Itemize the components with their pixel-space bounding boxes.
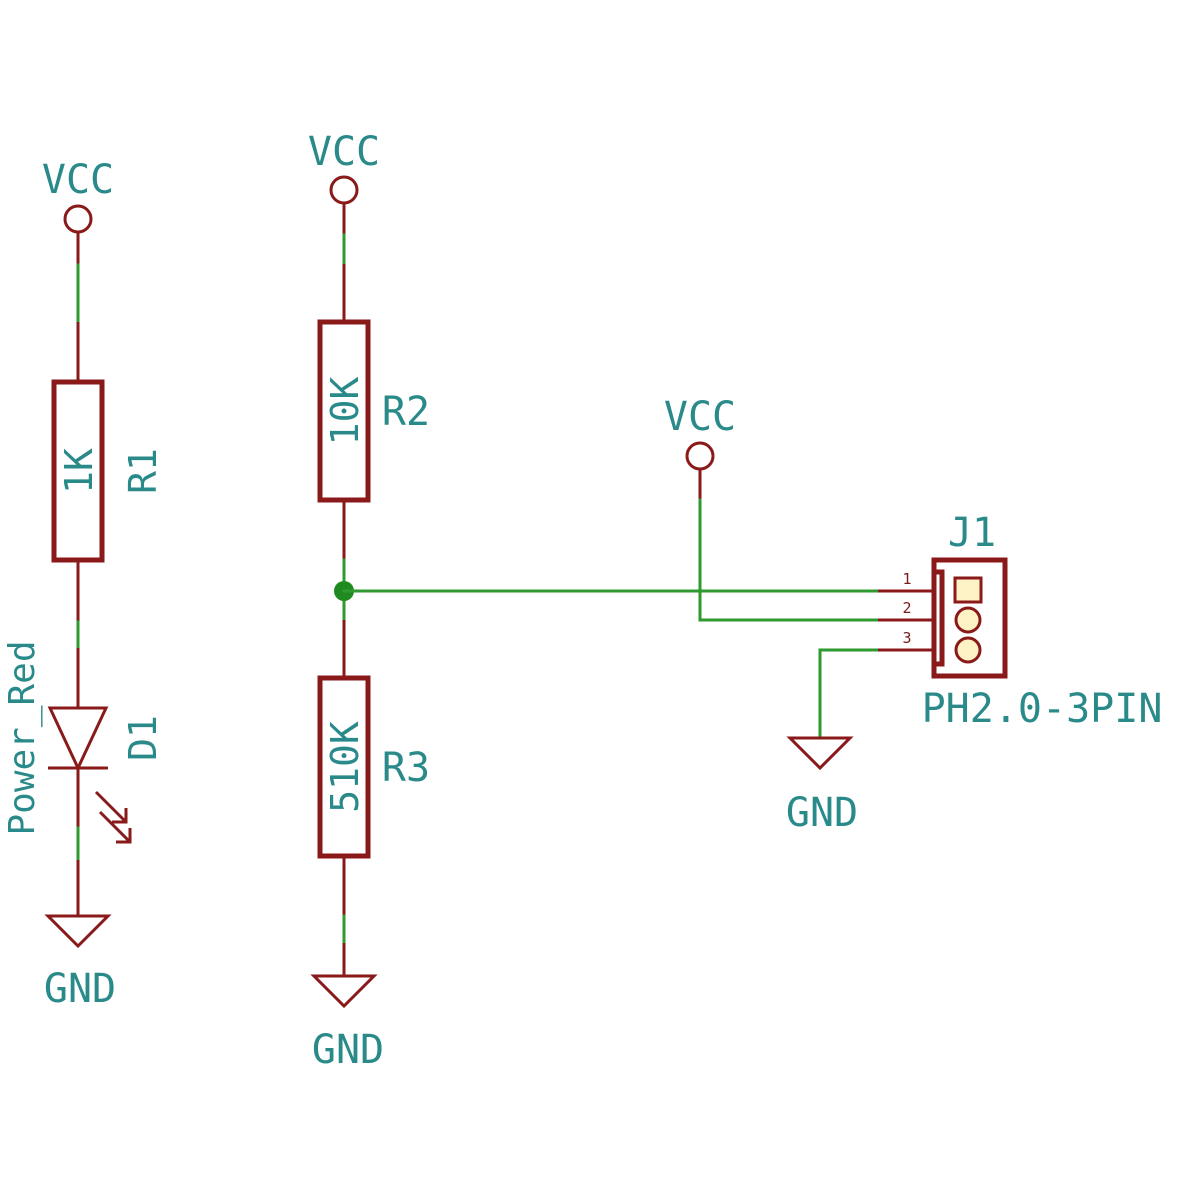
d1-led-triangle (47, 706, 109, 772)
vcc-power-symbol-2 (329, 175, 359, 205)
led-branch: VCC 1K R1 Power_Red D1 GND (2, 157, 165, 1012)
j1-pad-3-round (954, 636, 982, 664)
gnd-symbol-3 (786, 736, 854, 771)
vcc-label-3: VCC (664, 394, 736, 440)
j1-value: PH2.0-3PIN (922, 686, 1163, 732)
d1-light-arrows-icon (94, 790, 132, 844)
gnd-symbol-2 (310, 974, 378, 1009)
r2-resistor (317, 319, 371, 503)
j1-pin1-number: 1 (902, 570, 911, 588)
j1-reference: J1 (948, 510, 996, 556)
gnd-label-3: GND (786, 790, 858, 836)
connector-wiring: VCC GND (342, 394, 880, 836)
r2-reference: R2 (382, 389, 430, 435)
j1-pin3-number: 3 (902, 629, 911, 647)
gnd-label-2: GND (312, 1027, 384, 1073)
gnd-label-1: GND (44, 966, 116, 1012)
r2-value: 10K (323, 377, 367, 446)
r3-value: 510K (323, 721, 367, 813)
j1-pin2-number: 2 (902, 599, 911, 617)
j1-pad-2-round (954, 606, 982, 634)
r1-value: 1K (57, 448, 101, 494)
wire-vcc3-to-pin2 (698, 498, 880, 622)
r1-reference: R1 (121, 448, 165, 494)
d1-value: Power_Red (2, 640, 43, 835)
vcc-power-symbol-3 (685, 441, 715, 471)
r1-resistor (51, 379, 105, 563)
vcc-label-2: VCC (308, 129, 380, 175)
gnd-symbol-1 (44, 914, 112, 949)
d1-reference: D1 (121, 715, 165, 761)
j1-housing-outline (931, 557, 1008, 679)
j1-pad-1-square (953, 576, 983, 604)
r3-reference: R3 (382, 745, 430, 791)
vcc-power-symbol-1 (63, 204, 93, 234)
divider-branch: VCC 10K R2 510K R3 GND (308, 129, 430, 1073)
r3-resistor (317, 675, 371, 859)
wire-gnd3-to-pin3 (818, 648, 880, 740)
j1-connector: J1 1 2 3 PH2.0-3PIN (878, 510, 1162, 732)
vcc-label-1: VCC (42, 157, 114, 203)
